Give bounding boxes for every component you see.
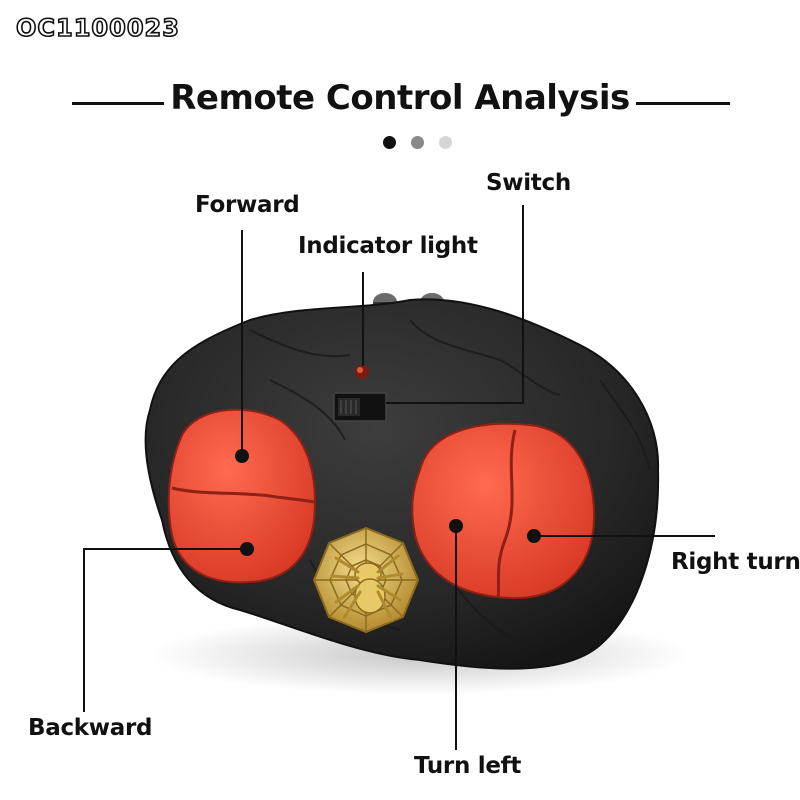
label-right-turn: Right turn: [671, 549, 800, 575]
spider-web-emblem-icon: [312, 526, 420, 634]
product-code: OC1100023: [15, 13, 180, 43]
label-turn-left: Turn left: [414, 753, 522, 779]
turn-button[interactable]: [411, 422, 596, 600]
leader-backward: [83, 548, 247, 712]
pagination-dot-2[interactable]: [411, 136, 424, 149]
label-switch: Switch: [486, 170, 571, 196]
label-forward: Forward: [195, 192, 300, 218]
label-indicator-light: Indicator light: [298, 233, 478, 259]
power-switch[interactable]: [333, 392, 387, 422]
indicator-light-icon: [355, 365, 369, 379]
leader-switch: [386, 205, 524, 404]
title-rule-left: [72, 102, 164, 105]
marker-turn-left: [449, 519, 463, 533]
marker-backward: [240, 542, 254, 556]
forward-backward-button[interactable]: [167, 408, 316, 584]
pagination-dot-3[interactable]: [439, 136, 452, 149]
page-title: Remote Control Analysis: [170, 78, 630, 118]
leader-lines: [83, 205, 715, 750]
pagination-dot-1[interactable]: [383, 136, 396, 149]
title-row: Remote Control Analysis: [0, 74, 800, 130]
title-rule-right: [636, 102, 730, 105]
label-backward: Backward: [28, 715, 153, 741]
marker-right-turn: [527, 529, 541, 543]
marker-forward: [235, 449, 249, 463]
